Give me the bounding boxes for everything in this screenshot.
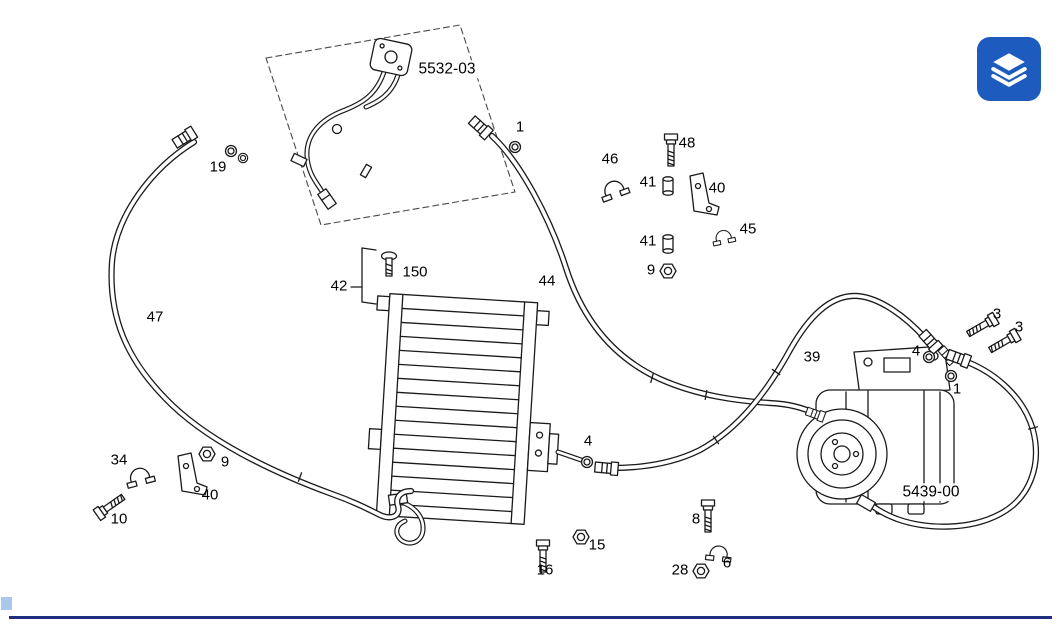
part-callout-47[interactable]: 47 [146,308,164,326]
part-callout-6[interactable]: 6 [722,554,732,572]
part-callout-15[interactable]: 15 [588,536,606,554]
part-callout-46[interactable]: 46 [601,150,619,168]
part-callout-45[interactable]: 45 [739,220,757,238]
layers-icon [991,53,1027,87]
part-callout-150[interactable]: 150 [402,263,428,281]
part-callout-44[interactable]: 44 [538,272,556,290]
condenser [350,247,587,546]
part-callout-41[interactable]: 41 [639,232,657,250]
hardware-parts [92,114,1022,579]
part-callout-1[interactable]: 1 [515,118,525,136]
part-callout-9[interactable]: 9 [646,261,656,279]
pipe-assembly-5532-03 [290,37,413,210]
assembly-ref-5439-00[interactable]: 5439-00 [899,483,963,501]
part-callout-34[interactable]: 34 [110,451,128,469]
part-callout-1[interactable]: 1 [952,380,962,398]
hose-44 [488,132,820,418]
screw-150 [380,251,398,277]
part-callout-4[interactable]: 4 [911,342,921,360]
part-callout-3[interactable]: 3 [1014,318,1024,336]
hose-suction [855,356,1039,530]
part-callout-48[interactable]: 48 [678,134,696,152]
part-callout-40[interactable]: 40 [201,486,219,504]
part-callout-39[interactable]: 39 [803,348,821,366]
hose-47 [108,138,415,521]
part-callout-3[interactable]: 3 [992,305,1002,323]
compressor [796,345,955,515]
part-callout-16[interactable]: 16 [536,561,554,579]
corner-fragment [1,597,12,610]
assembly-ref-5532-03[interactable]: 5532-03 [415,60,479,78]
part-callout-42[interactable]: 42 [330,277,348,295]
layers-button[interactable] [977,37,1041,101]
part-callout-9[interactable]: 9 [220,453,230,471]
part-callout-28[interactable]: 28 [671,561,689,579]
part-callout-19[interactable]: 19 [209,158,227,176]
part-callout-41[interactable]: 41 [639,173,657,191]
part-callout-4[interactable]: 4 [583,432,593,450]
hose-39 [608,292,929,472]
part-callout-10[interactable]: 10 [110,510,128,528]
footer-divider [9,616,1052,619]
part-callout-8[interactable]: 8 [691,510,701,528]
dashed-boundary [265,24,516,226]
part-callout-40[interactable]: 40 [708,179,726,197]
